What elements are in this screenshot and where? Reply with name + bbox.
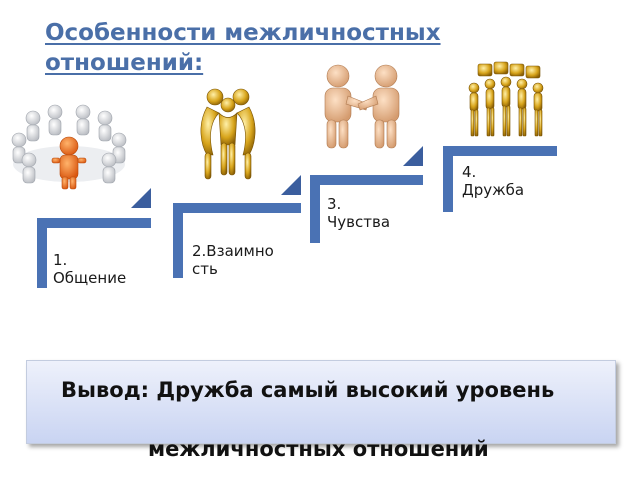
slide-title-line2: отношений:	[45, 50, 204, 76]
conclusion-box: Вывод: Дружба самый высокий уровень	[26, 360, 616, 444]
slide-title: Особенности межличностных отношений:	[45, 18, 565, 78]
conclusion-line2: межличностных отношений	[148, 437, 489, 461]
conclusion-line1: Вывод: Дружба самый высокий уровень	[61, 378, 555, 402]
slide-title-line1: Особенности межличностных	[45, 20, 441, 46]
step-1-top-bar	[37, 218, 151, 228]
step-1-left-bar	[37, 218, 47, 288]
step-3-corner	[403, 146, 423, 166]
step-4-label: 4. Дружба	[462, 163, 525, 199]
step-2-label: 2.Взаимно сть	[192, 242, 274, 278]
step-2-corner	[281, 175, 301, 195]
handshake-icon	[324, 64, 400, 149]
step-1-corner	[131, 188, 151, 208]
step-2-top-bar	[173, 203, 301, 213]
step-2-left-bar	[173, 203, 183, 278]
step-4-left-bar	[443, 146, 453, 212]
step-3-left-bar	[310, 175, 320, 243]
step-4-top-bar	[443, 146, 557, 156]
step-3-label: 3. Чувства	[327, 195, 391, 231]
golden-figures-embrace-icon	[200, 88, 256, 180]
puzzle-team-icon	[468, 61, 544, 137]
step-1-label: 1. Общение	[53, 251, 127, 287]
people-circle-icon	[11, 104, 127, 190]
step-3-top-bar	[310, 175, 423, 185]
